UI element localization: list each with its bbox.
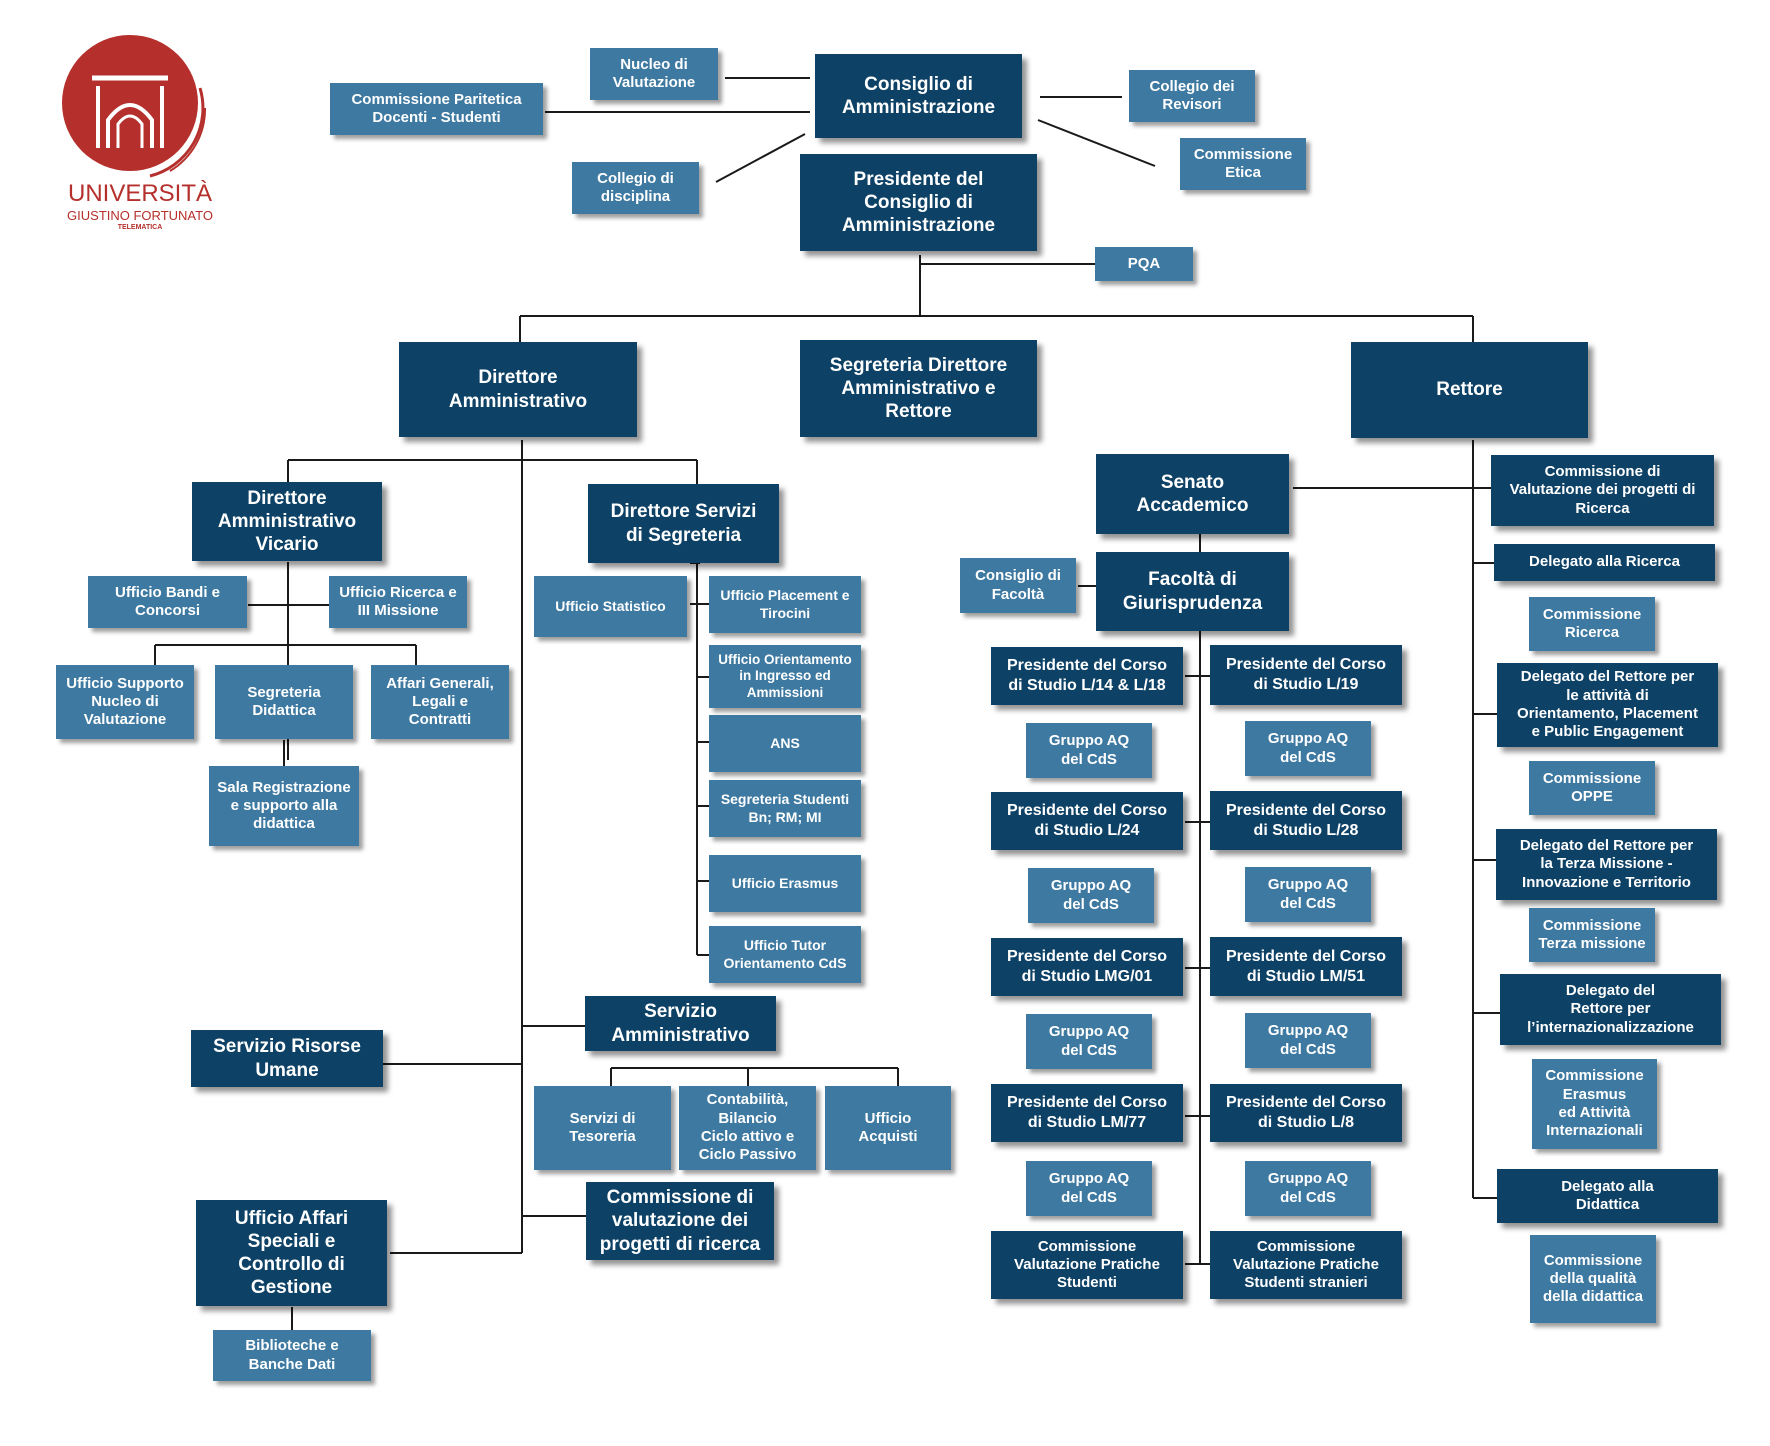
direttore-vicario-box: Direttore Amministrativo Vicario (192, 482, 382, 561)
servizi-tesoreria-box: Servizi di Tesoreria (534, 1086, 671, 1170)
presidente-corso-l8-box: Presidente del Corso di Studio L/8 (1210, 1084, 1402, 1142)
consiglio-facolta-box: Consiglio di Facoltà (960, 558, 1076, 613)
gruppo-aq-box: Gruppo AQ del CdS (1026, 1014, 1152, 1069)
commissione-paritetica-box: Commissione Paritetica Docenti - Student… (330, 83, 543, 135)
presidente-corso-l24-box: Presidente del Corso di Studio L/24 (991, 792, 1183, 850)
consiglio-amministrazione-box: Consiglio di Amministrazione (815, 54, 1022, 138)
ufficio-orientamento-box: Ufficio Orientamento in Ingresso ed Ammi… (709, 645, 861, 708)
gruppo-aq-box: Gruppo AQ del CdS (1028, 868, 1154, 923)
direttore-amministrativo-box: Direttore Amministrativo (399, 342, 637, 437)
collegio-disciplina-box: Collegio di disciplina (572, 162, 699, 214)
commissione-pratiche-stranieri-box: Commissione Valutazione Pratiche Student… (1210, 1231, 1402, 1299)
nucleo-valutazione-box: Nucleo di Valutazione (590, 48, 718, 100)
facolta-giurisprudenza-box: Facoltà di Giurisprudenza (1096, 552, 1289, 631)
ufficio-affari-speciali-box: Ufficio Affari Speciali e Controllo di G… (196, 1200, 387, 1306)
segreteria-didattica-box: Segreteria Didattica (215, 665, 353, 739)
university-logo: UNIVERSITÀ GIUSTINO FORTUNATO TELEMATICA (50, 28, 230, 238)
university-seal-icon (62, 35, 207, 178)
commissione-terza-missione-box: Commissione Terza missione (1529, 908, 1655, 962)
presidente-consiglio-box: Presidente del Consiglio di Amministrazi… (800, 154, 1037, 251)
presidente-corso-l14-box: Presidente del Corso di Studio L/14 & L/… (991, 647, 1183, 705)
ufficio-bandi-box: Ufficio Bandi e Concorsi (88, 576, 247, 628)
biblioteche-box: Biblioteche e Banche Dati (213, 1330, 371, 1381)
commissione-pratiche-studenti-box: Commissione Valutazione Pratiche Student… (991, 1231, 1183, 1299)
gruppo-aq-box: Gruppo AQ del CdS (1245, 721, 1371, 776)
gruppo-aq-box: Gruppo AQ del CdS (1026, 723, 1152, 778)
pqa-box: PQA (1095, 247, 1193, 281)
commissione-valutazione-progetti-ricerca-box: Commissione di Valutazione dei progetti … (1491, 455, 1714, 526)
gruppo-aq-box: Gruppo AQ del CdS (1026, 1161, 1152, 1216)
affari-generali-box: Affari Generali, Legali e Contratti (371, 665, 509, 739)
ufficio-ricerca-box: Ufficio Ricerca e III Missione (329, 576, 467, 628)
delegato-orientamento-box: Delegato del Rettore per le attività di … (1497, 663, 1718, 747)
presidente-corso-lm77-box: Presidente del Corso di Studio LM/77 (991, 1084, 1183, 1142)
presidente-corso-lm51-box: Presidente del Corso di Studio LM/51 (1210, 937, 1402, 996)
servizio-risorse-umane-box: Servizio Risorse Umane (191, 1030, 383, 1087)
presidente-corso-l19-box: Presidente del Corso di Studio L/19 (1210, 645, 1402, 705)
ufficio-placement-box: Ufficio Placement e Tirocini (709, 576, 861, 633)
ufficio-tutor-box: Ufficio Tutor Orientamento CdS (709, 926, 861, 983)
commissione-oppe-box: Commissione OPPE (1529, 761, 1655, 815)
direttore-servizi-segreteria-box: Direttore Servizi di Segreteria (588, 484, 779, 563)
ufficio-acquisti-box: Ufficio Acquisti (825, 1086, 951, 1170)
ufficio-statistico-box: Ufficio Statistico (534, 576, 687, 637)
gruppo-aq-box: Gruppo AQ del CdS (1245, 1161, 1371, 1216)
logo-subname: GIUSTINO FORTUNATO (67, 208, 213, 223)
segreteria-direttore-rettore-box: Segreteria Direttore Amministrativo e Re… (800, 340, 1037, 437)
ans-box: ANS (709, 715, 861, 772)
ufficio-erasmus-box: Ufficio Erasmus (709, 855, 861, 912)
rettore-box: Rettore (1351, 342, 1588, 438)
presidente-corso-lmg01-box: Presidente del Corso di Studio LMG/01 (991, 938, 1183, 996)
commissione-etica-box: Commissione Etica (1180, 138, 1306, 190)
logo-tag: TELEMATICA (117, 224, 163, 231)
logo-name: UNIVERSITÀ (67, 180, 213, 207)
delegato-terza-missione-box: Delegato del Rettore per la Terza Missio… (1496, 829, 1717, 900)
sala-registrazione-box: Sala Registrazione e supporto alla didat… (209, 766, 359, 846)
commissione-erasmus-box: Commissione Erasmus ed Attività Internaz… (1532, 1059, 1657, 1149)
segreteria-studenti-box: Segreteria Studenti Bn; RM; MI (709, 780, 861, 837)
gruppo-aq-box: Gruppo AQ del CdS (1245, 1013, 1371, 1068)
gruppo-aq-box: Gruppo AQ del CdS (1245, 867, 1371, 922)
ufficio-supporto-nucleo-box: Ufficio Supporto Nucleo di Valutazione (56, 665, 194, 739)
delegato-ricerca-box: Delegato alla Ricerca (1494, 544, 1715, 581)
commissione-ricerca-box: Commissione Ricerca (1529, 597, 1655, 651)
delegato-internazionalizzazione-box: Delegato del Rettore per l’internazional… (1500, 974, 1721, 1045)
collegio-revisori-box: Collegio dei Revisori (1129, 70, 1255, 122)
commissione-progetti-ricerca-box: Commissione di valutazione dei progetti … (586, 1182, 774, 1260)
commissione-qualita-didattica-box: Commissione della qualità della didattic… (1530, 1235, 1656, 1323)
contabilita-box: Contabilità, Bilancio Ciclo attivo e Cic… (679, 1086, 816, 1170)
servizio-amministrativo-box: Servizio Amministrativo (585, 996, 776, 1051)
senato-accademico-box: Senato Accademico (1096, 454, 1289, 534)
delegato-didattica-box: Delegato alla Didattica (1497, 1169, 1718, 1223)
presidente-corso-l28-box: Presidente del Corso di Studio L/28 (1210, 791, 1402, 850)
